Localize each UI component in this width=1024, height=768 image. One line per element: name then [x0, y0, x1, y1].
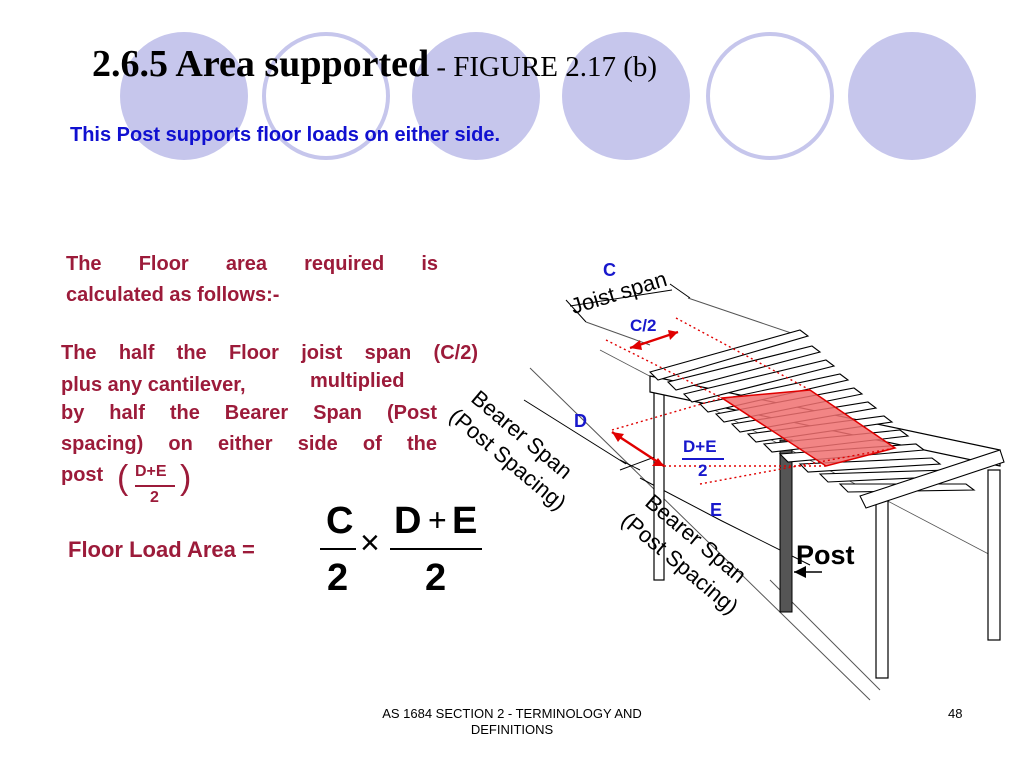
para-method-line3: by half the Bearer Span (Post: [61, 402, 437, 424]
post-front-right: [875, 489, 889, 679]
decor-circle-5: [706, 32, 834, 160]
formula-bar-2: [390, 548, 482, 550]
formula-two-a: 2: [327, 557, 349, 599]
label-c: C: [603, 260, 616, 280]
label-c-half: C/2: [630, 316, 657, 335]
formula-c: C: [326, 500, 354, 542]
formula-label: Floor Load Area =: [68, 537, 255, 562]
slide-title: 2.6.5 Area supported - FIGURE 2.17 (b): [92, 42, 657, 86]
footer-text: AS 1684 SECTION 2 - TERMINOLOGY AND DEFI…: [340, 706, 684, 738]
para-method-line5: post: [61, 464, 104, 486]
inline-fraction-bar: [135, 485, 175, 487]
title-figure: - FIGURE 2.17 (b): [429, 51, 658, 83]
para-intro-line1: The Floor area required is: [66, 253, 438, 275]
formula-e: E: [452, 500, 478, 542]
decor-circle-6: [848, 32, 976, 160]
decor-circle-4: [562, 32, 690, 160]
label-de-bar: [682, 458, 724, 460]
paren-close: ): [180, 459, 192, 497]
post-right: [987, 469, 1001, 641]
inline-fraction-denominator: 2: [150, 489, 159, 506]
para-intro-line2: calculated as follows:-: [66, 284, 280, 306]
label-post: Post: [796, 540, 855, 570]
paren-open: (: [117, 459, 129, 497]
inline-fraction-numerator: D+E: [135, 463, 167, 480]
load-area-highlight: [719, 389, 897, 467]
para-method-line4: spacing) on either side of the: [61, 433, 437, 455]
formula-two-b: 2: [425, 557, 447, 599]
label-de-numerator: D+E: [683, 437, 717, 456]
decor-circle-3: [412, 32, 540, 160]
page-number: 48: [948, 706, 963, 721]
footer-line2: DEFINITIONS: [470, 722, 554, 737]
label-e: E: [710, 500, 723, 520]
para-method-line2a: plus any cantilever,: [61, 374, 246, 396]
formula-d: D: [394, 500, 422, 542]
footer-line1: AS 1684 SECTION 2 - TERMINOLOGY AND: [382, 706, 642, 721]
para-method-line1: The half the Floor joist span (C/2): [61, 342, 478, 364]
formula-bar-1: [320, 548, 356, 550]
para-method-line2b: multiplied: [310, 370, 405, 392]
title-main: 2.6.5 Area supported: [92, 43, 430, 85]
formula-plus: +: [428, 502, 447, 538]
label-de-denominator: 2: [698, 461, 708, 480]
slide-subtitle: This Post supports floor loads on either…: [70, 124, 501, 146]
decor-circle-1: [120, 32, 248, 160]
decor-circle-2: [262, 32, 390, 160]
label-d: D: [574, 411, 587, 431]
formula-times: ×: [360, 524, 380, 562]
